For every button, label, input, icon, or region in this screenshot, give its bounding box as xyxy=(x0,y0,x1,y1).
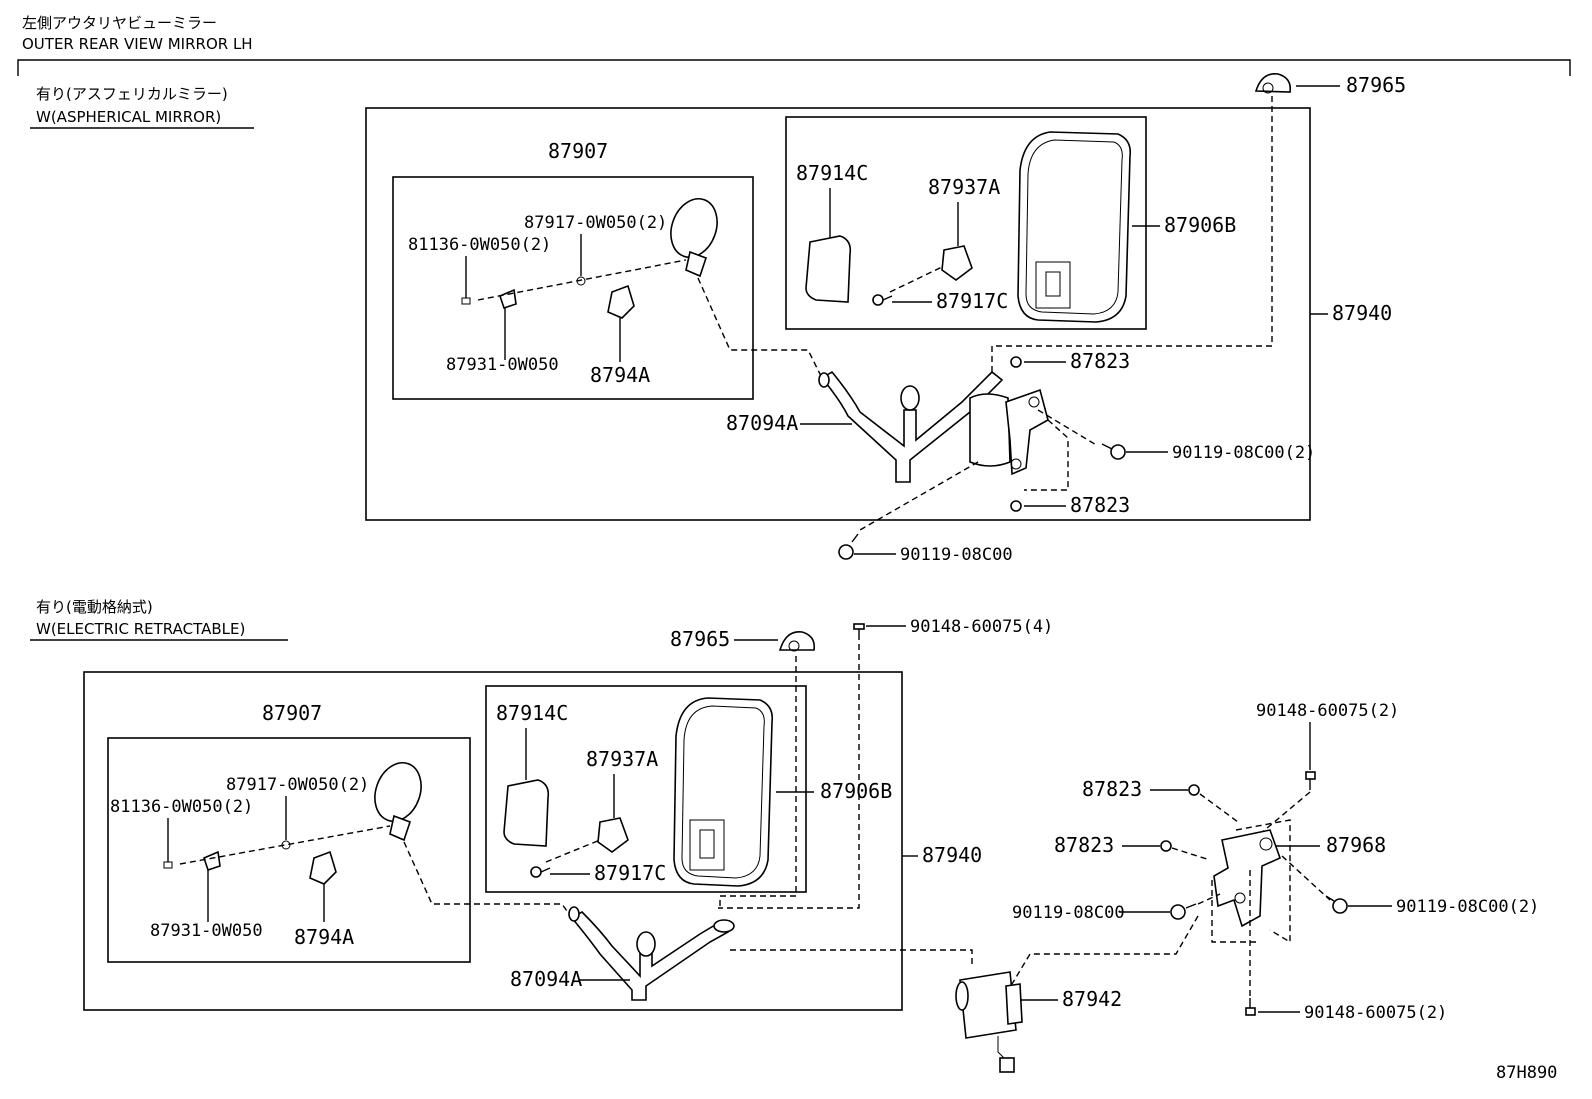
diagram-code: 87H890 xyxy=(1496,1063,1557,1083)
label-87914c-top: 87914C xyxy=(796,161,868,185)
top-section-label-en: W(ASPHERICAL MIRROR) xyxy=(36,108,221,126)
bottom-washer-87823a[interactable] xyxy=(1188,784,1200,796)
label-87917c-bottom: 87917C xyxy=(594,861,666,885)
label-87965-bottom: 87965 xyxy=(670,627,730,651)
label-90148-2b-bottom: 90148-60075(2) xyxy=(1304,1003,1447,1023)
top-bracket-8794a[interactable] xyxy=(607,284,635,319)
label-90119-top: 90119-08C00 xyxy=(900,545,1013,565)
top-holder-87937a[interactable] xyxy=(941,245,973,281)
label-87914c-bottom: 87914C xyxy=(496,701,568,725)
bottom-bracket-87968[interactable] xyxy=(1213,829,1282,928)
top-washer-87823a[interactable] xyxy=(1010,356,1022,368)
label-87917-0w050-top: 87917-0W050(2) xyxy=(524,213,667,233)
label-87931-bottom: 87931-0W050 xyxy=(150,921,263,941)
label-87940-top: 87940 xyxy=(1332,301,1392,325)
label-87823a-top: 87823 xyxy=(1070,349,1130,373)
label-90119-bottom: 90119-08C00 xyxy=(1012,903,1125,923)
bottom-screw-87917c[interactable] xyxy=(530,866,551,878)
label-87906b-top: 87906B xyxy=(1164,213,1236,237)
label-81136-top: 81136-0W050(2) xyxy=(408,235,551,255)
label-87823b-top: 87823 xyxy=(1070,493,1130,517)
label-87965-top: 87965 xyxy=(1346,73,1406,97)
bottom-section-label-ja: 有り(電動格納式) xyxy=(36,598,153,616)
title-en: OUTER REAR VIEW MIRROR LH xyxy=(22,35,253,53)
bottom-box-87906b xyxy=(485,685,807,893)
label-87937a-top: 87937A xyxy=(928,175,1000,199)
top-cover-87914c[interactable] xyxy=(805,235,852,303)
bottom-frame-87094a[interactable] xyxy=(568,906,735,1001)
label-90119-2-bottom: 90119-08C00(2) xyxy=(1396,897,1539,917)
label-87940-bottom: 87940 xyxy=(922,843,982,867)
label-87094a-top: 87094A xyxy=(726,411,798,435)
label-87906b-bottom: 87906B xyxy=(820,779,892,803)
label-81136-bottom: 81136-0W050(2) xyxy=(110,797,253,817)
label-87823b-bottom: 87823 xyxy=(1054,833,1114,857)
top-mirror-glass-87906b[interactable] xyxy=(1017,131,1132,323)
bottom-motor-87942[interactable] xyxy=(955,971,1023,1073)
bottom-screw-90148-4[interactable] xyxy=(853,623,865,640)
top-box-87907 xyxy=(392,176,754,400)
bottom-mirror-actuator-glass[interactable] xyxy=(367,756,429,842)
label-87917-0w050-bottom: 87917-0W050(2) xyxy=(226,775,369,795)
label-87931-top: 87931-0W050 xyxy=(446,355,559,375)
title-ja: 左側アウタリヤビューミラー xyxy=(22,14,217,32)
label-87907-bottom: 87907 xyxy=(262,701,322,725)
label-87094a-bottom: 87094A xyxy=(510,967,582,991)
bottom-bracket-8794a[interactable] xyxy=(309,850,337,885)
bottom-section-label-en: W(ELECTRIC RETRACTABLE) xyxy=(36,620,245,638)
label-90148-2a-bottom: 90148-60075(2) xyxy=(1256,701,1399,721)
label-8794a-bottom: 8794A xyxy=(294,925,354,949)
bottom-washer-87823b[interactable] xyxy=(1160,840,1172,852)
bottom-mirror-glass-87906b[interactable] xyxy=(673,697,774,887)
label-87968-bottom: 87968 xyxy=(1326,833,1386,857)
bottom-clip-87931[interactable] xyxy=(203,850,221,872)
bottom-cover-87914c[interactable] xyxy=(503,779,550,847)
bottom-assembly-box-87940 xyxy=(83,671,903,1011)
bottom-bolt-90119-2[interactable] xyxy=(1325,895,1348,914)
label-87907-top: 87907 xyxy=(548,139,608,163)
top-box-87906b xyxy=(785,116,1147,330)
bottom-box-87907 xyxy=(107,737,471,963)
top-bolt-90119-2[interactable] xyxy=(1101,443,1126,460)
top-bolt-90119[interactable] xyxy=(838,533,859,560)
top-cap-87965[interactable] xyxy=(1254,73,1292,94)
top-section-label-ja: 有り(アスフェリカルミラー) xyxy=(36,85,228,103)
label-87823a-bottom: 87823 xyxy=(1082,777,1142,801)
top-mirror-actuator-glass[interactable] xyxy=(663,192,725,278)
top-screw-87917c[interactable] xyxy=(872,294,893,306)
bottom-screw-90148-2b[interactable] xyxy=(1245,998,1256,1016)
label-87937a-bottom: 87937A xyxy=(586,747,658,771)
top-frame-87094a[interactable] xyxy=(818,370,1004,483)
header-bracket xyxy=(17,59,1571,76)
label-90119-2-top: 90119-08C00(2) xyxy=(1172,443,1315,463)
bottom-cap-87965[interactable] xyxy=(778,631,816,652)
bottom-bolt-90119[interactable] xyxy=(1170,903,1197,920)
label-87917c-top: 87917C xyxy=(936,289,1008,313)
bottom-screw-90148-2a[interactable] xyxy=(1305,771,1316,790)
top-clip-87931[interactable] xyxy=(499,288,517,310)
top-washer-87823b[interactable] xyxy=(1010,500,1022,512)
label-87942-bottom: 87942 xyxy=(1062,987,1122,1011)
label-90148-4-bottom: 90148-60075(4) xyxy=(910,617,1053,637)
label-8794a-top: 8794A xyxy=(590,363,650,387)
bottom-holder-87937a[interactable] xyxy=(597,817,629,853)
top-pivot-housing[interactable] xyxy=(969,388,1049,476)
